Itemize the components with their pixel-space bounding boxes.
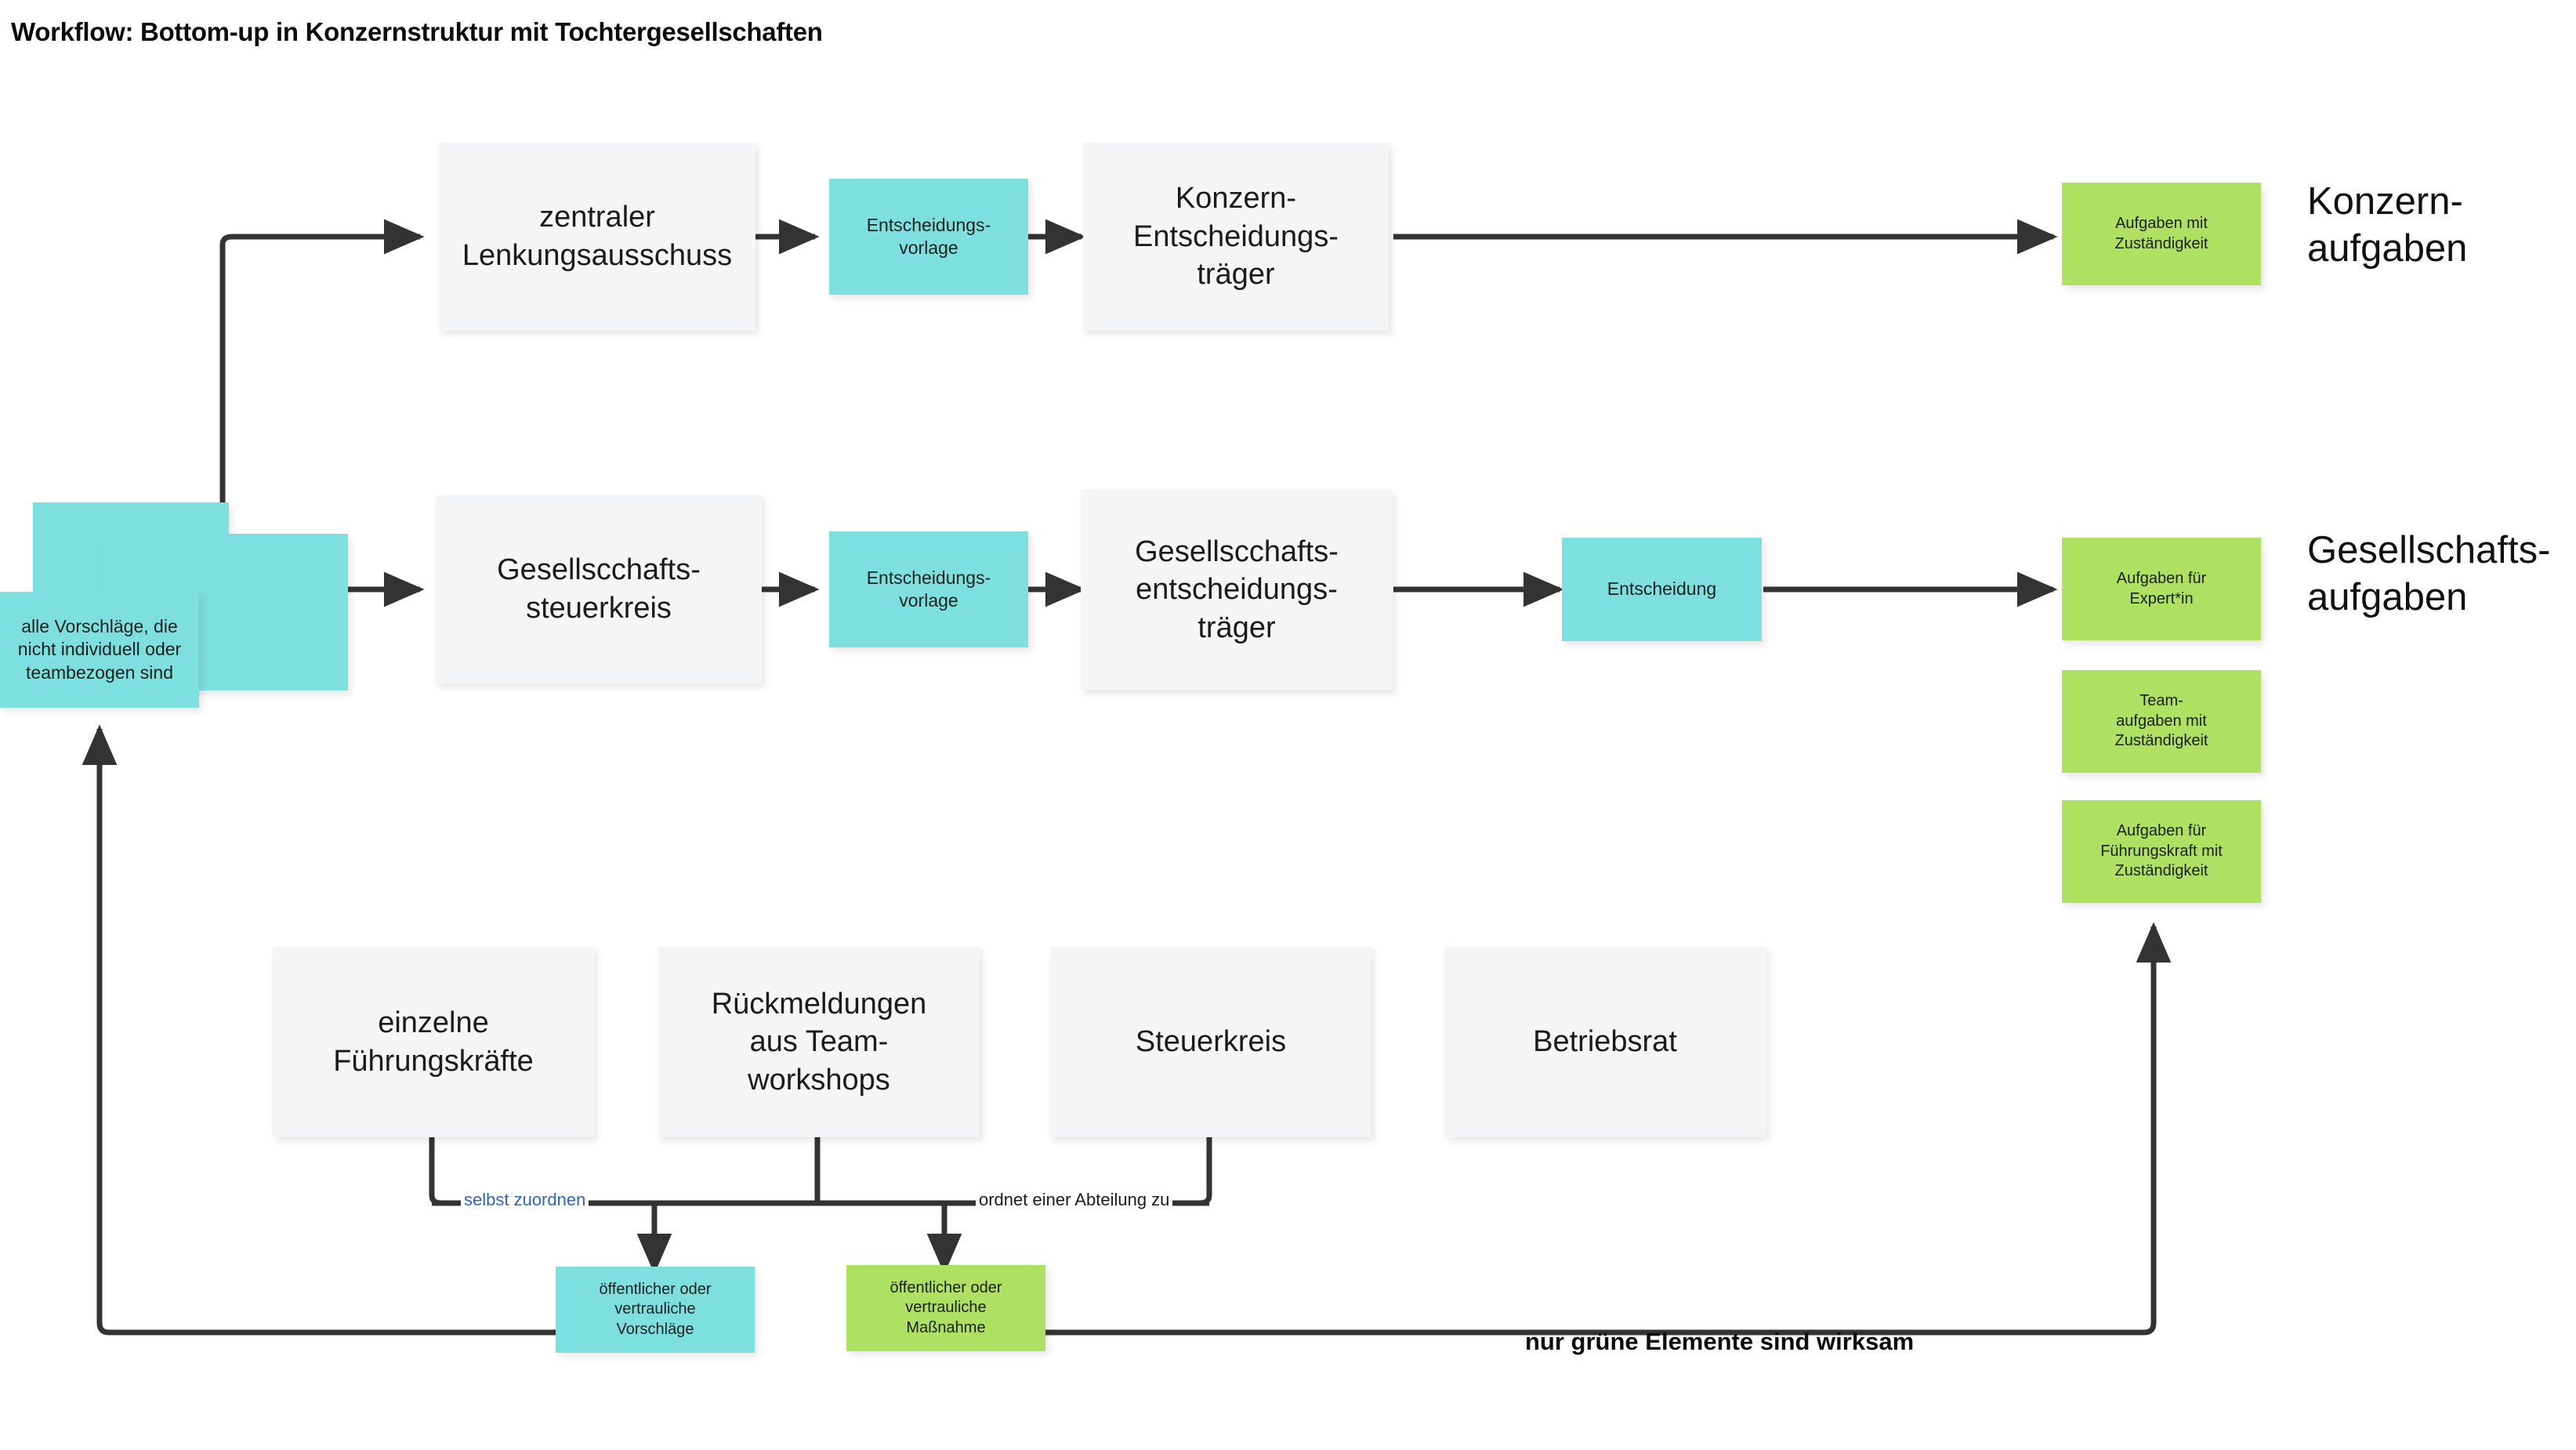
node-oeffentliche-vorschlaege[interactable]: öffentlicher oder vertrauliche Vorschläg… <box>556 1267 755 1353</box>
node-label: Aufgaben mit Zuständigkeit <box>2114 214 2208 252</box>
node-label: einzelne Führungskräfte <box>333 1006 534 1078</box>
node-label: Rückmeldungen aus Team- workshops <box>711 987 927 1097</box>
node-label: öffentlicher oder vertrauliche Maßnahme <box>889 1278 1002 1336</box>
node-label: Gesellscchafts- steuerkreis <box>497 553 701 625</box>
node-betriebsrat[interactable]: Betriebsrat <box>1444 947 1766 1137</box>
node-label: Entscheidung <box>1607 578 1717 600</box>
node-oeffentliche-massnahme[interactable]: öffentlicher oder vertrauliche Maßnahme <box>846 1265 1045 1351</box>
node-label: Entscheidungs- vorlage <box>866 214 991 258</box>
node-label: zentraler Lenkungsausschuss <box>462 201 733 272</box>
node-steuerkreis[interactable]: Steuerkreis <box>1050 947 1371 1137</box>
node-aufgaben-fuer-fuehrungskraft[interactable]: Aufgaben für Führungskraft mit Zuständig… <box>2062 800 2261 903</box>
edge-label-selbst-zuordnen: selbst zuordnen <box>461 1190 589 1210</box>
node-gesellschafts-steuerkreis[interactable]: Gesellscchafts- steuerkreis <box>436 495 762 683</box>
node-rueckmeldungen-aus-teamworkshops[interactable]: Rückmeldungen aus Team- workshops <box>658 947 980 1137</box>
footnote-gruene-elemente: nur grüne Elemente sind wirksam <box>1525 1328 1915 1355</box>
node-einzelne-fuehrungskraefte[interactable]: einzelne Führungskräfte <box>273 947 594 1137</box>
edge-label-ordnet-einer-abteilung-zu: ordnet einer Abteilung zu <box>976 1190 1173 1210</box>
edge-stack-to-lenkungsausschuss <box>219 219 425 541</box>
node-teamaufgaben-mit-zustaendigkeit[interactable]: Team- aufgaben mit Zuständigkeit <box>2062 670 2261 773</box>
node-label: Aufgaben für Führungskraft mit Zuständig… <box>2100 822 2223 880</box>
input-stack-card-front[interactable]: alle Vorschläge, die nicht individuell o… <box>0 592 199 708</box>
node-label: Team- aufgaben mit Zuständigkeit <box>2114 692 2208 750</box>
node-label: Betriebsrat <box>1533 1025 1677 1059</box>
page-title: Workflow: Bottom-up in Konzernstruktur m… <box>11 17 823 46</box>
node-aufgaben-mit-zustaendigkeit[interactable]: Aufgaben mit Zuständigkeit <box>2062 183 2261 285</box>
node-entscheidung[interactable]: Entscheidung <box>1562 538 1762 641</box>
row-label-gesellschaftsaufgaben: Gesellschafts- aufgaben <box>2307 529 2551 618</box>
node-gesellschafts-entscheidungstraeger[interactable]: Gesellscchafts- entscheidungs- träger <box>1081 490 1393 690</box>
node-label: Konzern- Entscheidungs- träger <box>1133 182 1339 292</box>
node-konzern-entscheidungstraeger[interactable]: Konzern- Entscheidungs- träger <box>1083 143 1389 331</box>
node-label: Gesellscchafts- entscheidungs- träger <box>1135 535 1339 644</box>
row-label-konzernaufgaben: Konzern- aufgaben <box>2307 180 2468 270</box>
node-zentraler-lenkungsausschuss[interactable]: zentraler Lenkungsausschuss <box>439 143 755 331</box>
node-label: öffentlicher oder vertrauliche Vorschläg… <box>599 1280 712 1338</box>
node-label: Entscheidungs- vorlage <box>866 567 991 611</box>
node-entscheidungsvorlage-gesellschaft[interactable]: Entscheidungs- vorlage <box>829 531 1028 647</box>
node-entscheidungsvorlage-konzern[interactable]: Entscheidungs- vorlage <box>829 179 1028 295</box>
node-label: Aufgaben für Expert*in <box>2116 569 2207 607</box>
input-stack-label: alle Vorschläge, die nicht individuell o… <box>17 615 182 683</box>
node-label: Steuerkreis <box>1135 1025 1287 1059</box>
node-aufgaben-fuer-expertin[interactable]: Aufgaben für Expert*in <box>2062 538 2261 640</box>
